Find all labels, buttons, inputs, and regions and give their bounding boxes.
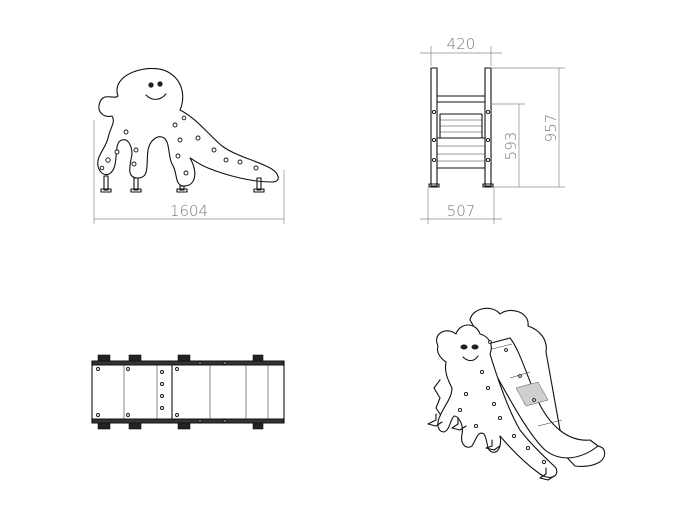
side-width-label: 1604 (170, 202, 208, 220)
octopus-outline (97, 67, 279, 187)
iso-legs (427, 379, 555, 481)
total-height-label: 957 (542, 114, 560, 143)
side-bolts (99, 115, 259, 176)
right-eye (157, 81, 163, 87)
front-view: 420 507 593 957 (420, 35, 565, 224)
top-view-brackets (97, 354, 264, 430)
top-view-bolts (96, 361, 227, 423)
iso-bolts (457, 340, 547, 465)
isometric-view (427, 307, 606, 481)
top-view (91, 354, 285, 430)
front-top-width-label: 420 (447, 35, 476, 53)
left-eye (148, 82, 154, 88)
iso-right-eye (471, 344, 479, 350)
slide-bed (479, 337, 599, 459)
platform-height-label: 593 (502, 132, 520, 161)
side-view: 1604 (93, 67, 285, 224)
side-legs (100, 175, 265, 193)
front-base-width-label: 507 (447, 202, 476, 220)
right-post (484, 67, 492, 187)
smile (145, 93, 167, 100)
left-post (430, 67, 438, 187)
iso-left-eye (460, 344, 468, 350)
iso-smile (462, 355, 479, 362)
